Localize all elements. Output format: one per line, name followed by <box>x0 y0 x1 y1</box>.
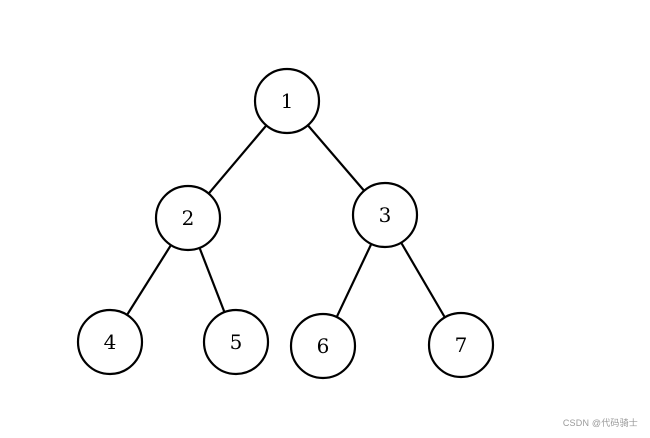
edge-n1-n2 <box>207 124 268 195</box>
node-label: 5 <box>230 330 243 354</box>
node-circle <box>351 181 419 249</box>
nodes-layer: 1 2 3 4 5 6 7 <box>76 67 495 380</box>
tree-node-2: 2 <box>154 184 222 252</box>
node-label: 7 <box>455 333 468 357</box>
tree-node-4: 4 <box>76 308 144 376</box>
watermark-text: CSDN @代码骑士 <box>562 418 638 428</box>
node-circle <box>427 311 495 379</box>
node-circle <box>154 184 222 252</box>
edges-layer <box>126 124 446 318</box>
tree-node-1: 1 <box>253 67 321 135</box>
node-label: 6 <box>317 334 330 358</box>
tree-node-5: 5 <box>202 308 270 376</box>
tree-node-3: 3 <box>351 181 419 249</box>
node-label: 1 <box>281 89 294 113</box>
node-circle <box>289 312 357 380</box>
edge-n3-n7 <box>400 242 446 318</box>
node-circle <box>202 308 270 376</box>
edge-n2-n4 <box>126 244 172 316</box>
node-label: 4 <box>104 330 117 354</box>
edge-n1-n3 <box>307 124 365 192</box>
node-label: 2 <box>182 206 195 230</box>
node-circle <box>76 308 144 376</box>
node-circle <box>253 67 321 135</box>
edge-n3-n6 <box>335 243 373 318</box>
tree-node-7: 7 <box>427 311 495 379</box>
edge-n2-n5 <box>198 247 226 313</box>
tree-node-6: 6 <box>289 312 357 380</box>
node-label: 3 <box>379 203 392 227</box>
